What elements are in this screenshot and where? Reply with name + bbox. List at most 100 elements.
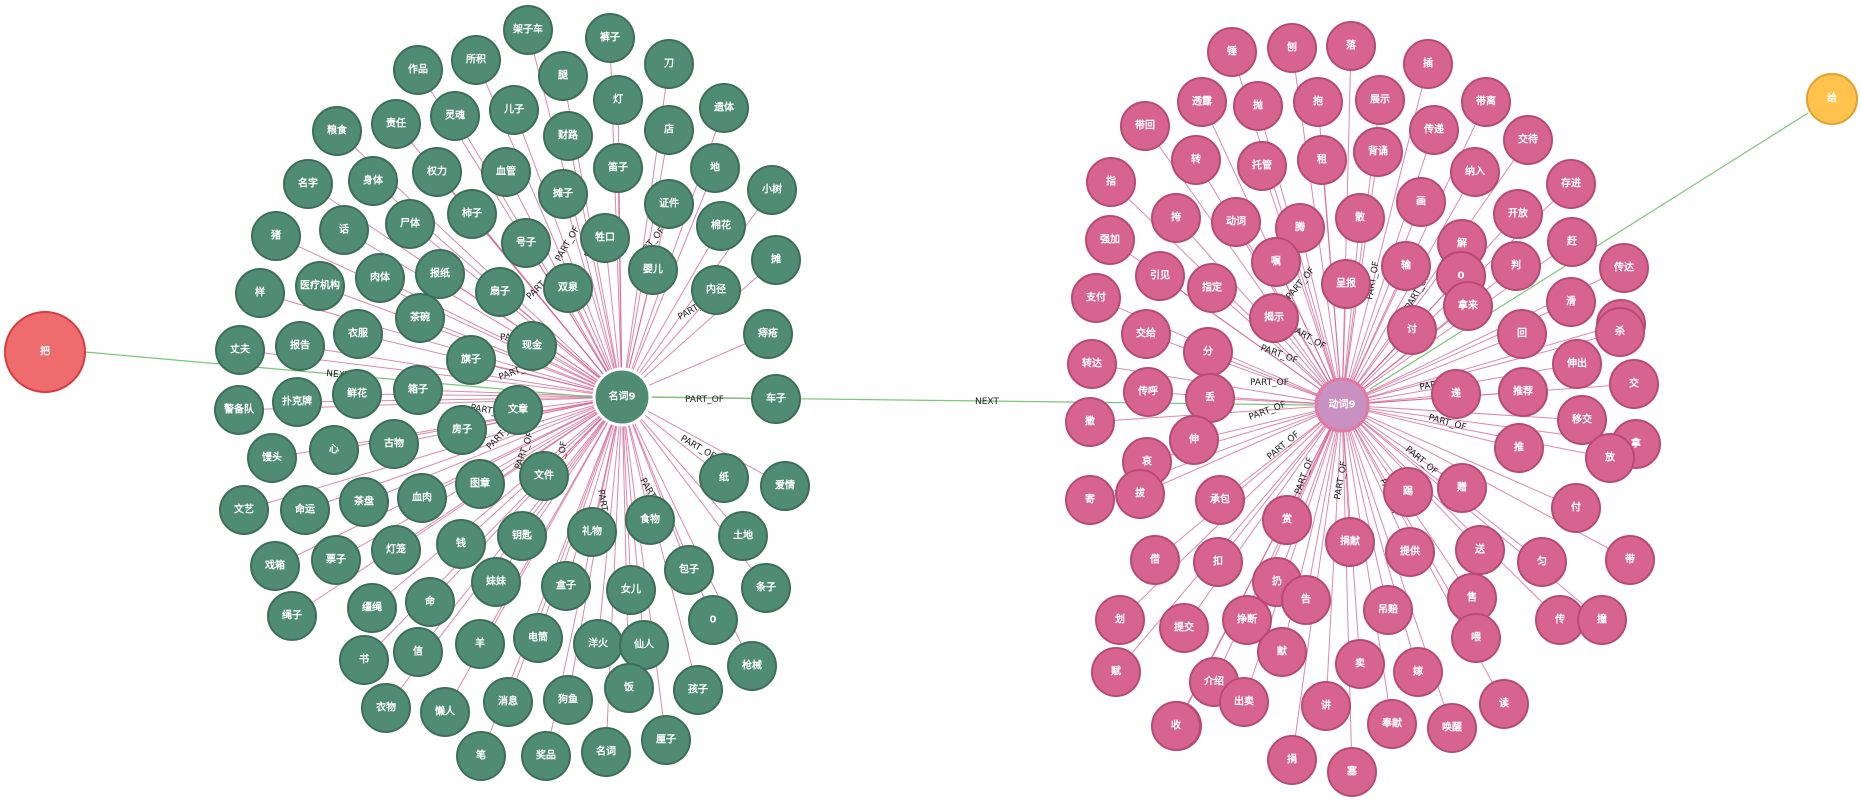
- noun-node[interactable]: 心: [309, 425, 359, 475]
- verb-node[interactable]: 赏: [1262, 495, 1312, 545]
- verb-node[interactable]: 托管: [1237, 141, 1287, 191]
- verb-node[interactable]: 转达: [1067, 339, 1117, 389]
- noun-node[interactable]: 扇子: [475, 267, 525, 317]
- verb-node[interactable]: 散: [1335, 193, 1385, 243]
- noun-node[interactable]: 血肉: [397, 473, 447, 523]
- verb-node[interactable]: 传递: [1409, 105, 1459, 155]
- verb-node[interactable]: 呈报: [1321, 259, 1371, 309]
- noun-node[interactable]: 奖品: [521, 731, 571, 781]
- noun-node[interactable]: 票子: [311, 535, 361, 585]
- noun-node[interactable]: 羊: [455, 619, 505, 669]
- verb-node[interactable]: 丢: [1185, 373, 1235, 423]
- verb-node[interactable]: 透露: [1177, 77, 1227, 127]
- noun-node[interactable]: 馒头: [247, 433, 297, 483]
- verb-node[interactable]: 撞: [1577, 595, 1627, 645]
- verb-node[interactable]: 纳入: [1450, 147, 1500, 197]
- verb-node[interactable]: 讲: [1301, 681, 1351, 731]
- outer-right-node[interactable]: 给: [1806, 73, 1858, 125]
- noun-node[interactable]: 身体: [348, 156, 398, 206]
- verb-node[interactable]: 展示: [1355, 75, 1405, 125]
- verb-node[interactable]: 揭示: [1249, 293, 1299, 343]
- verb-node[interactable]: 出卖: [1219, 677, 1269, 727]
- noun-node[interactable]: 茶盘: [339, 477, 389, 527]
- verb-node[interactable]: 拿来: [1443, 281, 1493, 331]
- verb-node[interactable]: 付: [1551, 483, 1601, 533]
- noun-node[interactable]: 狗鱼: [543, 675, 593, 725]
- noun-node[interactable]: 书: [339, 635, 389, 685]
- noun-node[interactable]: 号子: [501, 218, 551, 268]
- verb-node[interactable]: 撒: [1065, 397, 1115, 447]
- verb-node[interactable]: 收: [1151, 701, 1201, 751]
- noun-node[interactable]: 命运: [280, 485, 330, 535]
- verb-node[interactable]: 带: [1605, 535, 1655, 585]
- noun-node[interactable]: 车子: [751, 374, 801, 424]
- noun-node[interactable]: 扑克牌: [272, 377, 322, 427]
- noun-node[interactable]: 条子: [741, 563, 791, 613]
- noun-node[interactable]: 架子车: [503, 5, 553, 55]
- noun-node[interactable]: 报纸: [415, 249, 465, 299]
- noun-node[interactable]: 衣服: [333, 309, 383, 359]
- noun-node[interactable]: 钱: [436, 519, 486, 569]
- noun-node[interactable]: 孩子: [673, 665, 723, 715]
- noun-node[interactable]: 枪械: [727, 641, 777, 691]
- noun-node[interactable]: 厘子: [641, 715, 691, 765]
- verb-node[interactable]: 指: [1086, 157, 1136, 207]
- verb-node[interactable]: 推: [1494, 423, 1544, 473]
- noun-node[interactable]: 食物: [625, 495, 675, 545]
- verb-node[interactable]: 腾: [1275, 203, 1325, 253]
- verb-node[interactable]: 抛: [1233, 81, 1283, 131]
- verb-node[interactable]: 背诵: [1353, 127, 1403, 177]
- noun-node[interactable]: 盒子: [541, 561, 591, 611]
- verb-node[interactable]: 划: [1095, 595, 1145, 645]
- noun-node[interactable]: 名词: [581, 727, 631, 777]
- verb-node[interactable]: 带离: [1461, 77, 1511, 127]
- verb-node[interactable]: 提交: [1159, 603, 1209, 653]
- verb-node[interactable]: 带回: [1120, 101, 1170, 151]
- noun-node[interactable]: 遗体: [699, 83, 749, 133]
- verb-node[interactable]: 捐: [1267, 735, 1317, 785]
- noun-node[interactable]: 文件: [519, 451, 569, 501]
- verb-node[interactable]: 赠: [1437, 463, 1487, 513]
- verb-node[interactable]: 讨: [1387, 305, 1437, 355]
- verb-node[interactable]: 拔: [1115, 469, 1165, 519]
- noun-node[interactable]: 责任: [371, 99, 421, 149]
- noun-node[interactable]: 小树: [747, 165, 797, 215]
- verb-node[interactable]: 寄: [1065, 475, 1115, 525]
- noun-node[interactable]: 棉花: [696, 201, 746, 251]
- noun-node[interactable]: 缰绳: [347, 583, 397, 633]
- noun-node[interactable]: 箱子: [393, 365, 443, 415]
- verb-node[interactable]: 锤: [1207, 27, 1257, 77]
- verb-node[interactable]: 吊赔: [1363, 585, 1413, 635]
- verb-node[interactable]: 奉献: [1367, 699, 1417, 749]
- noun-node[interactable]: 医疗机构: [295, 261, 345, 311]
- noun-node[interactable]: 柿子: [447, 189, 497, 239]
- verb-node[interactable]: 支付: [1071, 273, 1121, 323]
- noun-node[interactable]: 古物: [369, 419, 419, 469]
- noun-node[interactable]: 腿: [538, 51, 588, 101]
- verb-node[interactable]: 借: [1130, 535, 1180, 585]
- noun-node[interactable]: 土地: [718, 511, 768, 561]
- verb-node[interactable]: 传呼: [1123, 367, 1173, 417]
- noun-node[interactable]: 地: [690, 143, 740, 193]
- noun-node[interactable]: 消息: [483, 677, 533, 727]
- noun-node[interactable]: 仙人: [619, 620, 669, 670]
- noun-node[interactable]: 儿子: [489, 85, 539, 135]
- verb-node[interactable]: 嘱: [1251, 237, 1301, 287]
- noun-node[interactable]: 0: [688, 595, 738, 645]
- outer-left-node[interactable]: 把: [4, 311, 86, 393]
- noun-node[interactable]: 作品: [393, 45, 443, 95]
- hub-noun-node[interactable]: 名词9: [592, 367, 652, 427]
- verb-node[interactable]: 提供: [1385, 527, 1435, 577]
- verb-node[interactable]: 传达: [1599, 243, 1649, 293]
- noun-node[interactable]: 摊子: [538, 169, 588, 219]
- verb-node[interactable]: 赋: [1091, 647, 1141, 697]
- verb-node[interactable]: 存进: [1546, 159, 1596, 209]
- verb-node[interactable]: 扣: [1193, 537, 1243, 587]
- verb-node[interactable]: 踢: [1383, 467, 1433, 517]
- verb-node[interactable]: 伸出: [1552, 339, 1602, 389]
- noun-node[interactable]: 懒人: [420, 687, 470, 737]
- noun-node[interactable]: 粮食: [312, 106, 362, 156]
- verb-node[interactable]: 强加: [1085, 215, 1135, 265]
- noun-node[interactable]: 尸体: [385, 199, 435, 249]
